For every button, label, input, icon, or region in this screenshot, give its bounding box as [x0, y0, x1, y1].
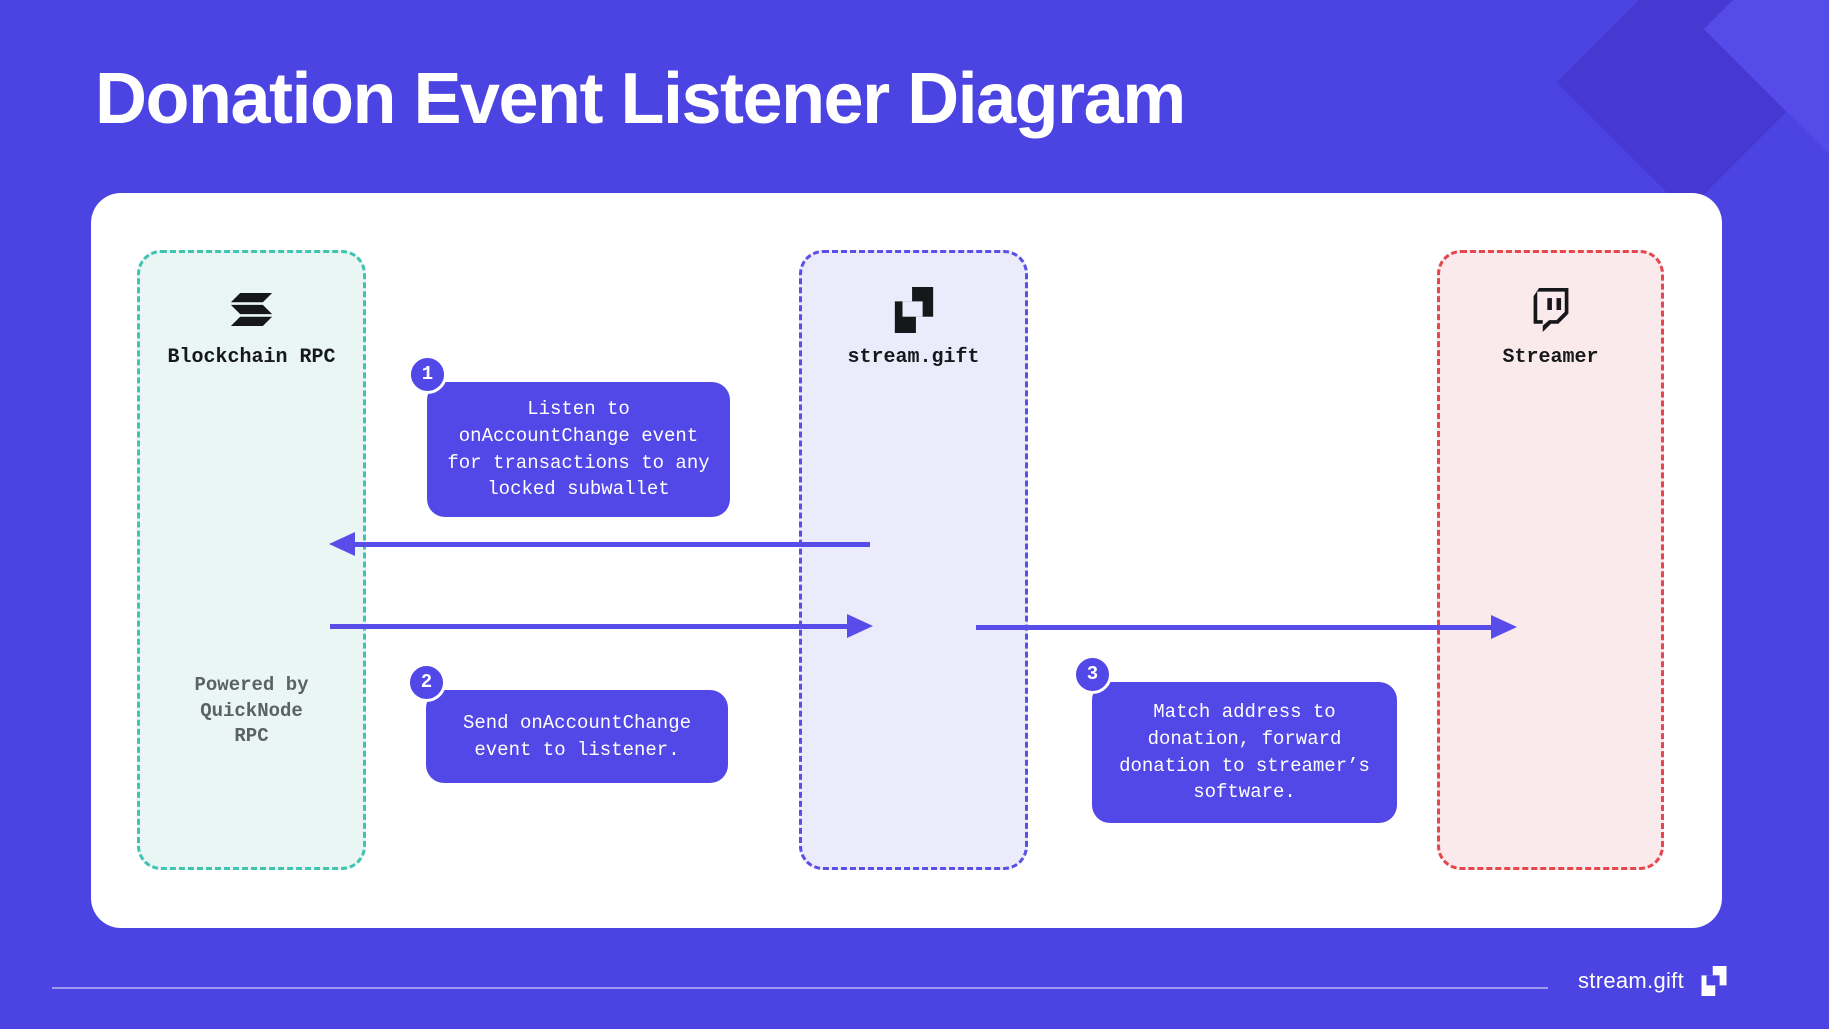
diagram-canvas: Blockchain RPC Powered by QuickNode RPC …: [91, 193, 1722, 928]
step-text-2: Send onAccountChange event to listener.: [462, 711, 692, 761]
step-callout-3: 3 Match address to donation, forward don…: [1073, 655, 1397, 823]
node-blockchain-rpc: Blockchain RPC Powered by QuickNode RPC: [137, 250, 366, 870]
stream-gift-logo-icon: [802, 286, 1025, 333]
stream-gift-logo-icon: [1701, 966, 1727, 996]
arrow-streamgift-to-blockchain: [329, 532, 870, 556]
arrow-streamgift-to-streamer: [976, 615, 1517, 639]
stream-gift-watermark-icon: [1556, 0, 1829, 218]
node-stream-gift: stream.gift: [799, 250, 1028, 870]
step-number-badge-3: 3: [1073, 655, 1112, 694]
node-label-stream-gift: stream.gift: [847, 346, 980, 369]
node-streamer: Streamer: [1437, 250, 1664, 870]
solana-icon: [140, 286, 363, 333]
arrowhead-right-icon: [847, 614, 873, 638]
arrowhead-left-icon: [329, 532, 355, 556]
twitch-icon: [1440, 286, 1661, 333]
node-label-blockchain-rpc: Blockchain RPC: [167, 346, 336, 369]
step-text-3: Match address to donation, forward donat…: [1119, 700, 1370, 804]
page-title: Donation Event Listener Diagram: [95, 59, 1186, 139]
footer-brand-text: stream.gift: [1578, 968, 1684, 993]
step-text-1: Listen to onAccountChange event for tran…: [447, 397, 710, 501]
step-number-badge-1: 1: [408, 355, 447, 394]
step-callout-2: 2 Send onAccountChange event to listener…: [407, 663, 728, 783]
node-label-streamer: Streamer: [1502, 346, 1599, 369]
step-number-badge-2: 2: [407, 663, 446, 702]
arrow-blockchain-to-streamgift: [330, 614, 873, 638]
step-callout-1: 1 Listen to onAccountChange event for tr…: [408, 355, 730, 517]
arrowhead-right-icon: [1491, 615, 1517, 639]
powered-by-note: Powered by QuickNode RPC: [194, 674, 309, 748]
footer-brand: stream.gift: [1578, 966, 1727, 996]
footer-divider: [52, 987, 1548, 989]
